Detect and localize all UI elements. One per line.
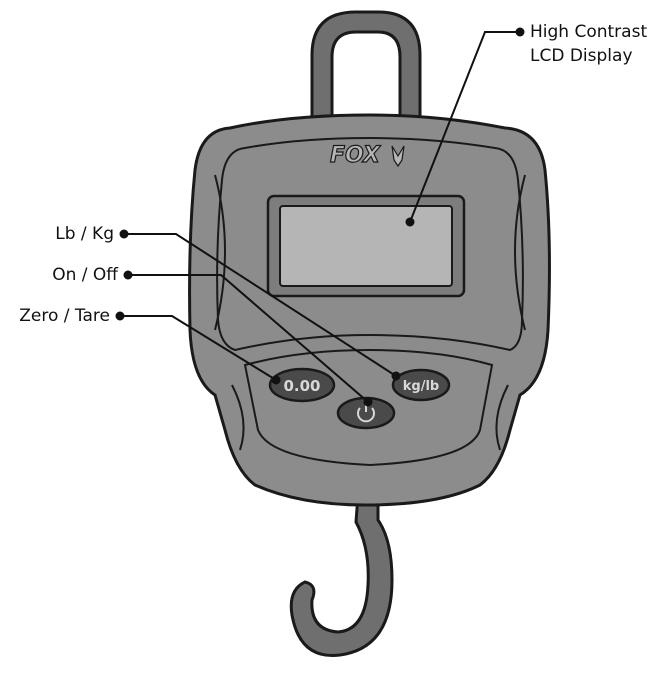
hanger-hook-icon xyxy=(310,10,422,130)
callout-line-zero-tare xyxy=(120,315,277,381)
lcd-display xyxy=(279,205,453,287)
right-grip xyxy=(514,174,526,331)
brand-logo-text: FOX xyxy=(330,143,381,168)
callout-line-lcd xyxy=(409,31,520,223)
callout-dot-on-off-end xyxy=(363,397,373,407)
callout-dot-zero-tare-end xyxy=(271,375,281,385)
zero-tare-button-label: 0.00 xyxy=(283,377,320,395)
left-grip xyxy=(214,174,226,331)
callout-dot-zero-tare xyxy=(115,311,125,321)
callout-dot-lb-kg xyxy=(119,229,129,239)
callout-line-lb-kg xyxy=(124,233,397,377)
weighing-hook-icon xyxy=(289,493,394,657)
callout-lcd-line2: LCD Display xyxy=(530,46,633,66)
callout-lb-kg-label: Lb / Kg xyxy=(55,224,114,244)
callout-on-off-label: On / Off xyxy=(52,265,118,285)
callout-line-on-off xyxy=(128,274,369,403)
callout-dot-on-off xyxy=(123,270,133,280)
callout-dot-lcd-end xyxy=(405,217,415,227)
unit-button[interactable] xyxy=(391,368,451,402)
left-lower-grip xyxy=(231,384,245,451)
zero-tare-button[interactable] xyxy=(268,367,336,403)
callout-dot-lcd xyxy=(515,27,525,37)
callout-dots xyxy=(115,27,525,407)
callout-zero-tare-label: Zero / Tare xyxy=(19,306,110,326)
callout-lcd-line1: High Contrast xyxy=(530,22,648,42)
callout-dot-lb-kg-end xyxy=(391,371,401,381)
unit-button-label: kg/lb xyxy=(403,379,439,394)
fox-logo-icon xyxy=(391,145,405,168)
callout-lcd-label: High Contrast LCD Display xyxy=(530,20,647,68)
callout-lines xyxy=(120,31,520,403)
right-lower-grip xyxy=(495,384,509,451)
